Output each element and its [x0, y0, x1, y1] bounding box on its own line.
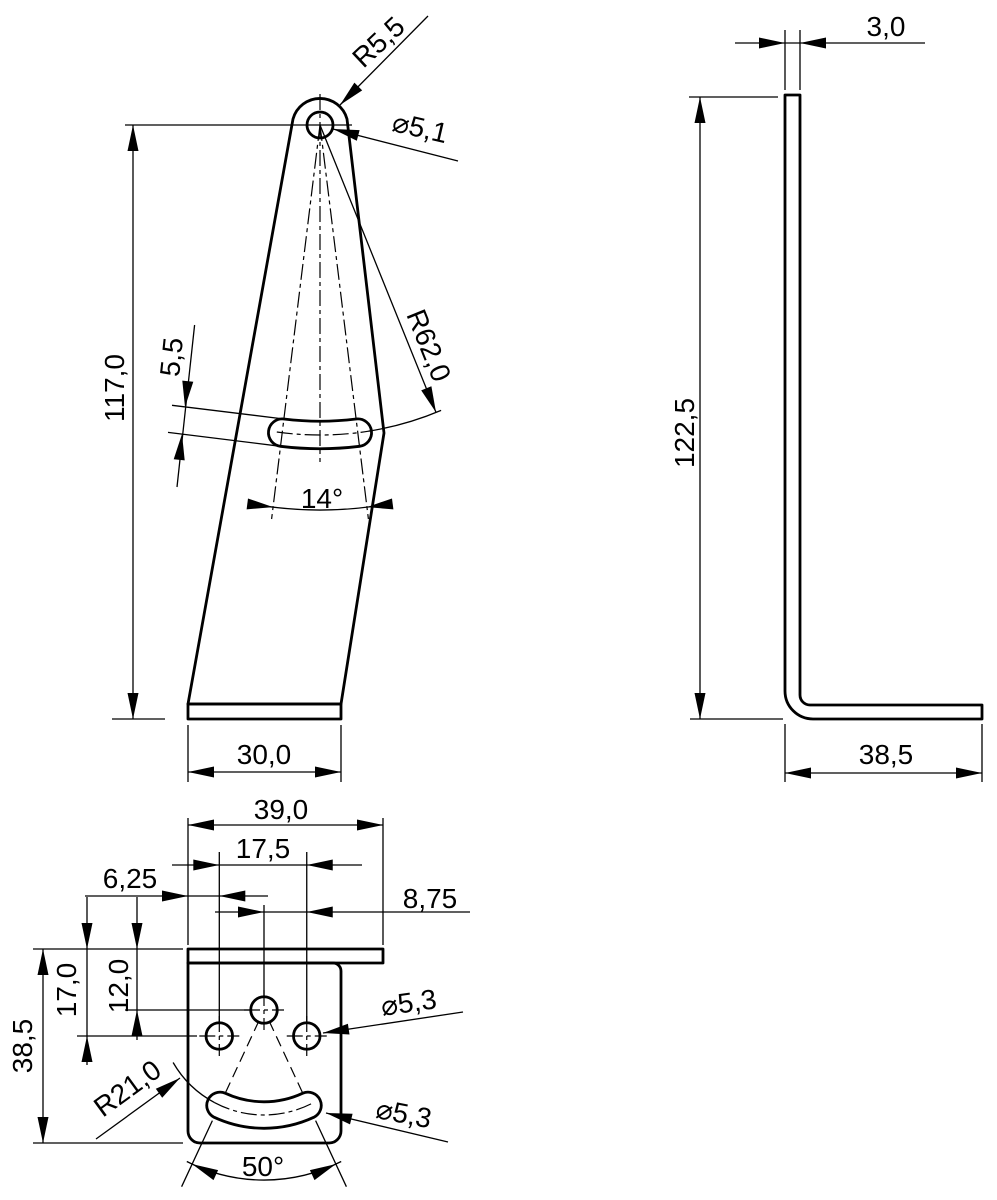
dim-label-bottom-left-offset: 6,25 [103, 863, 158, 894]
dim-label-bottom-width: 39,0 [254, 794, 309, 825]
arrowhead [238, 906, 264, 918]
arrowhead [188, 766, 214, 778]
dim-label-side-thickness: 3,0 [867, 11, 906, 42]
arrowhead [155, 1078, 180, 1098]
dim-label-bottom-spacing: 17,5 [236, 833, 291, 864]
leader-front-slot-radius [319, 124, 437, 413]
dim-label-bottom-slot-dia: ⌀5,3 [373, 1093, 434, 1134]
arrowhead [192, 1164, 219, 1181]
bottom-slot-arc-centerline [214, 1102, 314, 1116]
bottom-wedge-right [268, 1020, 305, 1097]
dim-label-front-top-radius: R5,5 [346, 11, 410, 74]
arrowhead [182, 380, 194, 407]
bottom-slot-arc-extension [172, 1062, 216, 1104]
front-slot-arc-centerline [276, 430, 369, 436]
dim-bottom-width-line [187, 818, 384, 945]
arrowhead [357, 819, 383, 831]
arrowhead [306, 859, 333, 871]
arrowhead [37, 949, 49, 975]
arrowhead [162, 890, 188, 902]
arrowhead [188, 819, 214, 831]
arrowhead [173, 434, 185, 461]
dim-label-bottom-depth: 38,5 [7, 1019, 38, 1074]
front-outline [186, 97, 386, 706]
arrowhead [800, 37, 826, 49]
bottom-arc-slot [205, 1090, 323, 1130]
arrowhead [315, 766, 341, 778]
front-slot-left-centerline [271, 124, 321, 520]
arrowhead [694, 97, 706, 123]
bottom-foot-outline [186, 961, 343, 1145]
arrowhead [340, 82, 363, 105]
arrowhead [956, 767, 982, 779]
bottom-view: 39,0 17,5 6,25 8,75 38,5 17,0 12,0 R21,0… [7, 794, 470, 1187]
dim-label-bottom-hole-dia: ⌀5,3 [379, 983, 439, 1021]
dim-bottom-depth-line [33, 948, 183, 1144]
arrowhead [37, 1117, 49, 1143]
side-view: 3,0 122,5 38,5 [669, 11, 984, 782]
arrowhead [333, 129, 360, 141]
dim-label-side-height: 122,5 [669, 398, 700, 468]
dim-front-slotwidth-line [167, 324, 284, 488]
dim-label-bottom-slot-radius: R21,0 [88, 1054, 167, 1123]
dim-label-bottom-center-offset: 12,0 [103, 959, 134, 1014]
front-slot-arc-extension [368, 409, 442, 432]
arrowhead [127, 125, 139, 151]
arrowhead [323, 1023, 350, 1035]
bottom-hole-ref-lines [218, 852, 308, 1022]
dim-label-front-angle: 14° [301, 483, 343, 514]
arrowhead [366, 498, 394, 510]
dim-label-side-depth: 38,5 [859, 739, 914, 770]
front-base-strip [186, 702, 343, 721]
arrowhead [131, 923, 143, 949]
bottom-plate-edge-strip [186, 947, 385, 965]
front-slot-right-centerline [319, 124, 369, 520]
bottom-wedge-left [223, 1020, 260, 1097]
dim-label-bottom-row-offset: 17,0 [51, 963, 82, 1018]
arrowhead [81, 923, 93, 949]
dim-front-height-line [112, 125, 165, 720]
dim-label-bottom-right-offset: 8,75 [403, 883, 458, 914]
dim-side-depth-line [784, 724, 983, 782]
bottom-hole-crosses [199, 990, 327, 1056]
dim-label-front-base-width: 30,0 [237, 739, 292, 770]
arrowhead [193, 859, 220, 871]
arrowhead [326, 1113, 353, 1125]
arrowhead [306, 906, 333, 918]
arrowhead [219, 890, 246, 902]
side-outline [783, 93, 984, 721]
front-view: R5,5 ⌀5,1 117,0 5,5 R62,0 14° 30,0 [99, 11, 459, 782]
dim-side-height-line [689, 96, 783, 720]
arrowhead [421, 386, 436, 413]
dim-label-bottom-angle: 50° [242, 1151, 284, 1182]
arrowhead [81, 1036, 93, 1062]
arrowhead [785, 767, 811, 779]
arrowhead [694, 693, 706, 719]
arrowhead [127, 693, 139, 719]
dim-label-front-slot-width: 5,5 [154, 336, 189, 378]
arrowhead [131, 1010, 143, 1036]
dim-label-front-height: 117,0 [99, 354, 130, 422]
arrowhead [759, 37, 785, 49]
arrowhead [309, 1164, 336, 1181]
arrowhead [246, 498, 274, 510]
dim-label-front-hole-dia: ⌀5,1 [389, 106, 450, 149]
